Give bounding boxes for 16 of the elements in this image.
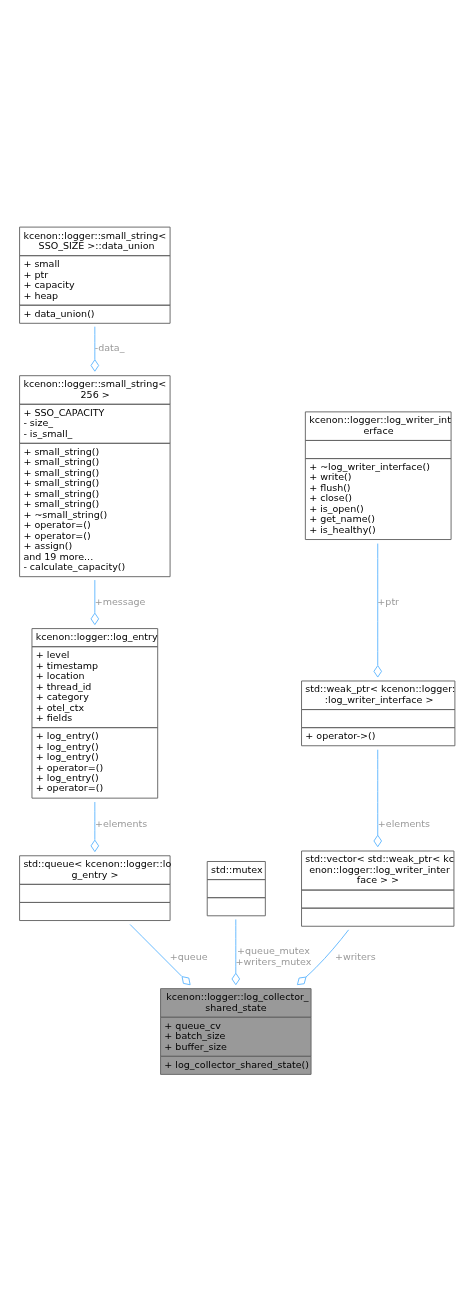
connector: [90, 801, 100, 852]
edge-label: +ptr: [377, 595, 400, 607]
edge-label: +message: [94, 595, 146, 607]
edge-label: +queue: [169, 950, 208, 962]
connector: [373, 542, 383, 678]
edge-label: +writers: [334, 950, 376, 962]
edge-label: +queue_mutex +writers_mutex: [235, 944, 312, 967]
edge-label: -data_: [94, 341, 125, 353]
connector: [90, 579, 100, 625]
connector: [90, 325, 100, 372]
connector: [231, 918, 241, 985]
connector: [373, 748, 383, 847]
edge-label: +elements: [94, 817, 148, 829]
edge-label: +elements: [377, 817, 431, 829]
connector: [296, 928, 350, 985]
connector: [129, 923, 191, 985]
